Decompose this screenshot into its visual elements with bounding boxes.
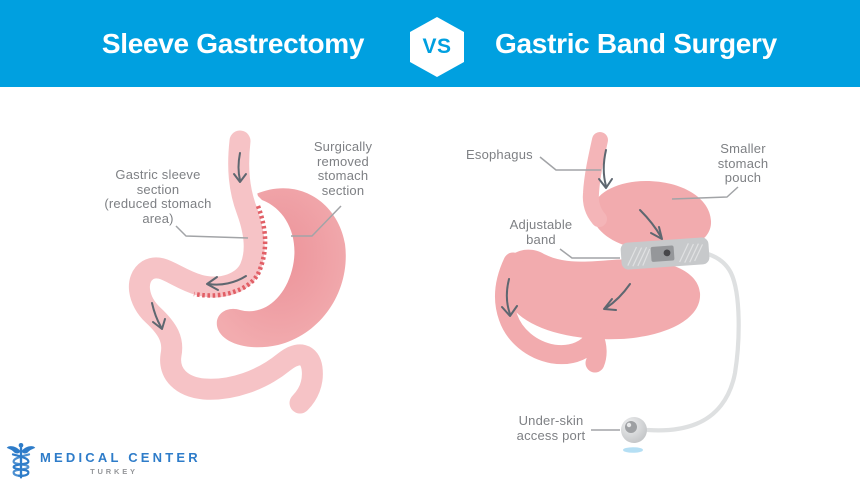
esophagus-leader-line xyxy=(539,156,601,171)
removed-leader-line xyxy=(291,205,342,237)
gastric-sleeve-label: Gastric sleeve section (reduced stomach … xyxy=(104,167,212,226)
pouch-arrowhead xyxy=(650,226,663,240)
band-connector-dot xyxy=(663,249,671,257)
esophagus-tube-shape xyxy=(582,132,608,227)
intestine-loop-shape xyxy=(495,252,607,373)
port-septum xyxy=(625,421,637,433)
band-buckle xyxy=(650,245,675,262)
stomach-arrowhead xyxy=(206,276,219,291)
right-procedure-title: Gastric Band Surgery xyxy=(495,28,777,59)
band-tube xyxy=(645,248,741,433)
vs-label: VS xyxy=(422,35,452,58)
staple-line xyxy=(193,205,268,298)
port-highlight xyxy=(626,422,632,428)
adjustable-band-shape xyxy=(620,237,710,270)
sleeve-gastrectomy-illustration xyxy=(124,128,346,418)
gastric-band-illustration xyxy=(495,132,741,453)
band-leader-line xyxy=(559,248,620,259)
intestine-arrowhead xyxy=(152,318,166,330)
vs-badge: VS xyxy=(410,17,464,77)
body-left-arrow xyxy=(505,278,511,315)
pouch-leader-line xyxy=(671,186,739,200)
esophagus-arrow xyxy=(237,152,241,181)
stomach-pouch-label: Smaller stomach pouch xyxy=(717,141,769,186)
flow-arrows-right xyxy=(501,149,663,317)
esophagus-arrow xyxy=(602,149,607,187)
access-port-shape xyxy=(621,417,647,453)
brand-logo: MEDICAL CENTER TURKEY xyxy=(6,442,201,480)
caduceus-icon xyxy=(6,442,36,479)
intestine-arrow xyxy=(151,302,162,328)
body-arrowhead xyxy=(603,298,617,311)
sleeve-leader-line xyxy=(175,225,249,239)
body-arrow xyxy=(605,283,631,309)
esophagus-arrowhead xyxy=(598,178,613,189)
leader-lines-right xyxy=(539,156,739,431)
header-bar: Sleeve Gastrectomy VS Gastric Band Surge… xyxy=(0,0,860,87)
left-procedure-title: Sleeve Gastrectomy xyxy=(101,28,365,59)
pouch-arrow xyxy=(639,209,662,238)
adjustable-band-label: Adjustable band xyxy=(509,217,573,247)
leader-lines-left xyxy=(175,205,342,239)
brand-country: TURKEY xyxy=(90,467,138,476)
gastric-sleeve-tube-shape xyxy=(128,130,323,414)
port-shadow xyxy=(623,447,643,453)
access-port-label: Under-skin access port xyxy=(516,413,586,443)
body-left-arrowhead xyxy=(501,305,518,317)
removed-stomach-section-shape xyxy=(216,188,346,348)
lower-stomach-shape xyxy=(501,249,701,340)
stomach-arrow xyxy=(208,275,247,286)
esophagus-label: Esophagus xyxy=(466,147,533,162)
flow-arrows-left xyxy=(151,152,247,330)
removed-section-label: Surgically removed stomach section xyxy=(313,139,373,198)
brand-name: MEDICAL CENTER xyxy=(40,450,201,465)
esophagus-arrowhead xyxy=(233,173,247,183)
